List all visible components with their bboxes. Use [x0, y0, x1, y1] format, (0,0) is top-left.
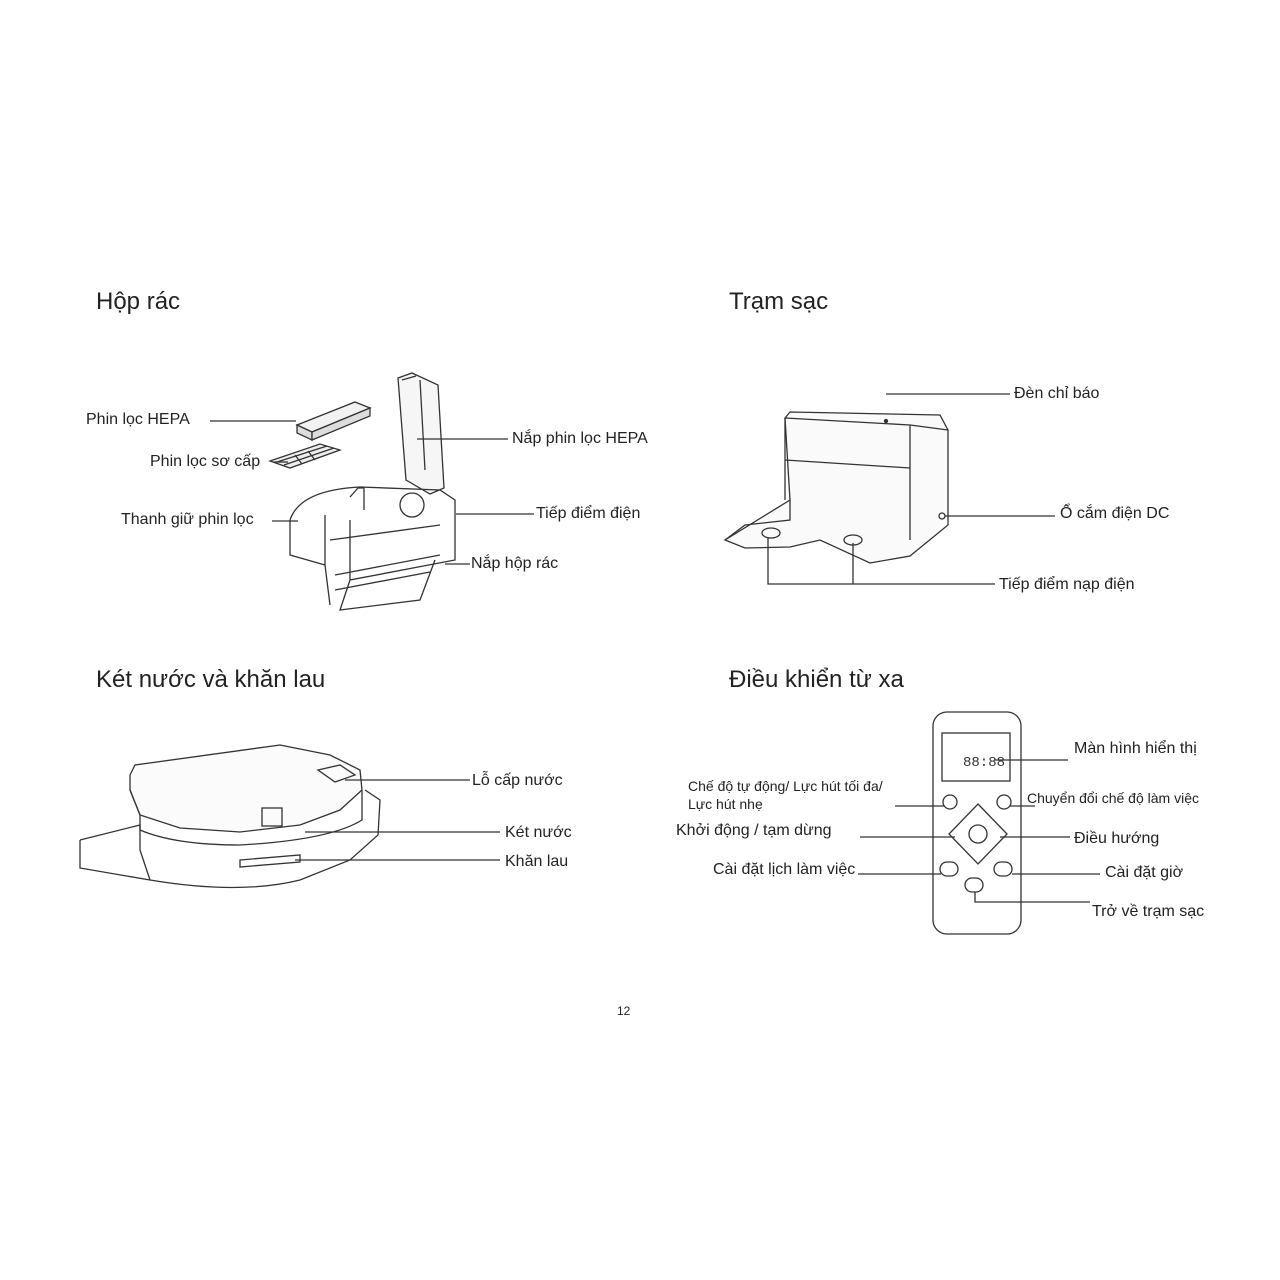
label-clock: Cài đặt giờ [1105, 864, 1184, 881]
svg-text:88:88: 88:88 [963, 755, 1005, 771]
label-switch-mode: Chuyển đổi chế độ làm việc [1027, 790, 1199, 806]
label-schedule: Cài đặt lịch làm việc [713, 861, 856, 878]
label-mode-line1: Chế độ tự động/ Lực hút tối đa/ [688, 778, 883, 794]
label-tank: Két nước [505, 824, 572, 841]
label-mop: Khăn lau [505, 853, 569, 870]
label-mode-line2: Lực hút nhẹ [688, 796, 763, 812]
label-hepa-cover: Nắp phin lọc HEPA [512, 430, 648, 447]
label-hepa-filter: Phin lọc HEPA [86, 411, 190, 428]
label-indicator: Đèn chỉ báo [1014, 385, 1100, 402]
page-number: 12 [617, 1004, 631, 1018]
label-charging-contacts: Tiếp điểm nạp điện [999, 576, 1135, 593]
remote-illustration: 88:88 [932, 711, 1022, 935]
label-filter-holder: Thanh giữ phin lọc [121, 511, 254, 528]
dustbin-illustration [268, 372, 456, 611]
water-tank-title: Két nước và khăn lau [96, 666, 326, 693]
label-primary-filter: Phin lọc sơ cấp [150, 453, 261, 470]
remote-title: Điều khiển từ xa [729, 666, 904, 693]
charging-station-illustration [723, 411, 949, 564]
label-dc-socket: Ổ cắm điện DC [1060, 505, 1170, 522]
label-electric-contact: Tiếp điểm điện [536, 505, 641, 522]
label-display: Màn hình hiển thị [1074, 740, 1197, 757]
dustbin-title: Hộp rác [96, 288, 181, 315]
label-return-dock: Trở về trạm sạc [1092, 903, 1205, 920]
water-tank-illustration [79, 744, 381, 889]
charging-station-title: Trạm sạc [729, 288, 829, 315]
label-bin-cover: Nắp hộp rác [471, 555, 559, 572]
label-navigation: Điều hướng [1074, 830, 1160, 847]
label-fill-hole: Lỗ cấp nước [472, 772, 563, 789]
label-start-pause: Khởi động / tạm dừng [676, 822, 832, 839]
